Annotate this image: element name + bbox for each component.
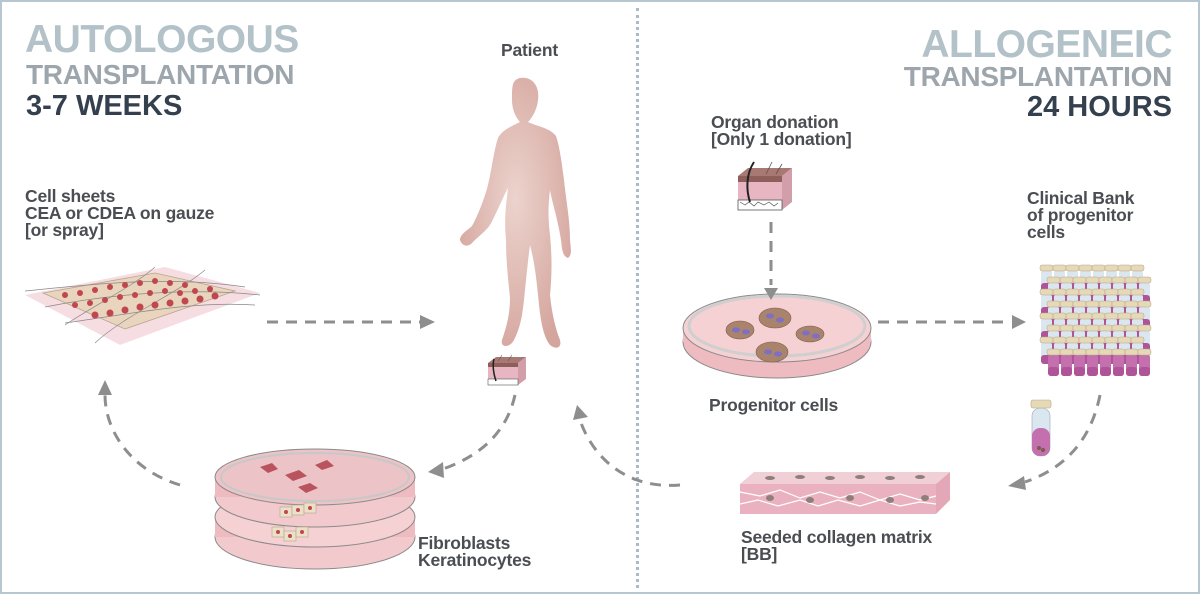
arrowhead-icon bbox=[1012, 315, 1026, 329]
progenitor-dish-icon bbox=[682, 293, 872, 379]
culture-label: Fibroblasts Keratinocytes bbox=[418, 533, 532, 570]
cell-sheet-gauze-icon bbox=[24, 266, 261, 345]
skin-sample-icon bbox=[487, 354, 526, 386]
vial bbox=[1111, 348, 1126, 376]
arrowhead-icon bbox=[420, 315, 435, 329]
donor-skin-icon bbox=[737, 161, 792, 211]
arrowhead-icon bbox=[573, 405, 588, 420]
arrowhead-icon bbox=[98, 380, 112, 395]
arrowhead-icon bbox=[1008, 476, 1026, 490]
allogeneic-duration: 24 HOURS bbox=[1026, 91, 1172, 123]
allogeneic-subtitle: TRANSPLANTATION bbox=[903, 61, 1173, 92]
autologous-title: AUTOLOGOUS bbox=[25, 18, 299, 61]
arrowhead-icon bbox=[764, 288, 778, 300]
organ-donation-label: Organ donation [Only 1 donation] bbox=[711, 112, 852, 149]
progenitor-cells-label: Progenitor cells bbox=[709, 395, 839, 415]
vial bbox=[1124, 348, 1139, 376]
panel-divider bbox=[636, 8, 639, 588]
patient-body-icon bbox=[460, 77, 571, 348]
collagen-matrix-icon bbox=[739, 472, 950, 514]
vial bbox=[1059, 348, 1074, 376]
vial bbox=[1137, 348, 1152, 376]
cell-sheets-label: Cell sheets CEA or CDEA on gauze [or spr… bbox=[25, 186, 215, 240]
allogeneic-title: ALLOGENEIC bbox=[921, 23, 1172, 66]
collagen-matrix-label: Seeded collagen matrix [BB] bbox=[741, 527, 933, 564]
culture-dishes-icon bbox=[214, 448, 416, 570]
patient-label: Patient bbox=[501, 40, 558, 60]
vial bbox=[1085, 348, 1100, 376]
vial bbox=[1072, 348, 1087, 376]
clinical-bank-vials-icon bbox=[1039, 264, 1152, 376]
vial bbox=[1098, 348, 1113, 376]
clinical-bank-label: Clinical Bank of progenitor cells bbox=[1027, 188, 1135, 242]
autologous-subtitle: TRANSPLANTATION bbox=[26, 59, 295, 90]
arrow-patient-to-dishes bbox=[439, 394, 517, 472]
arrowhead-icon bbox=[428, 462, 444, 478]
arrow-dishes-to-sheets bbox=[103, 394, 181, 487]
arrow-matrix-to-patient bbox=[578, 419, 681, 487]
arrow-bank-to-matrix bbox=[1024, 394, 1102, 484]
autologous-duration: 3-7 WEEKS bbox=[26, 90, 183, 122]
single-vial-icon bbox=[1030, 399, 1052, 457]
